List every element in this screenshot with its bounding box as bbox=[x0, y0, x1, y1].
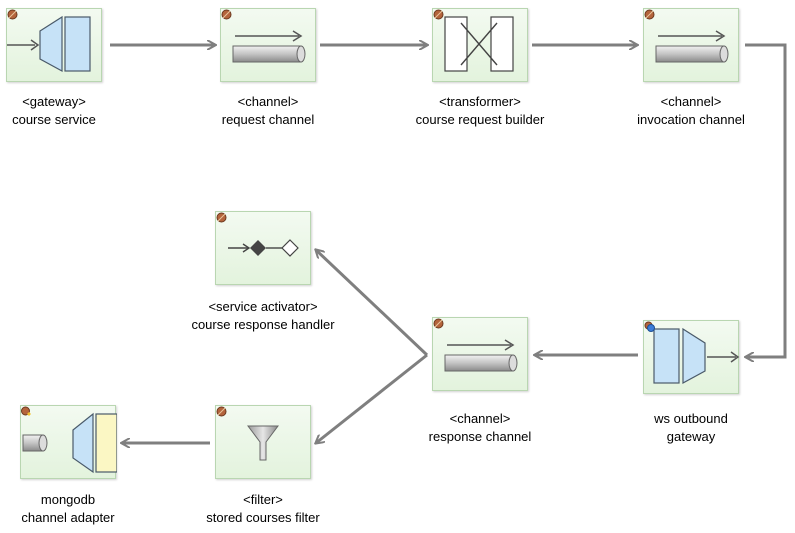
service-activator-node[interactable] bbox=[215, 211, 311, 285]
gateway-icon bbox=[7, 15, 91, 73]
response-channel-node[interactable] bbox=[432, 317, 528, 391]
mongodb-adapter-node[interactable] bbox=[20, 405, 117, 479]
invocation-channel-label: <channel> invocation channel bbox=[606, 93, 776, 129]
filter-node[interactable] bbox=[215, 405, 311, 479]
service-activator-type: <service activator> bbox=[208, 299, 318, 314]
channel-icon bbox=[655, 30, 729, 63]
ws-outbound-gateway-node[interactable] bbox=[643, 320, 740, 394]
filter-label: <filter> stored courses filter bbox=[178, 491, 348, 527]
channel-icon bbox=[444, 339, 518, 372]
response-channel-name: response channel bbox=[428, 429, 532, 444]
request-channel-type: <channel> bbox=[237, 94, 299, 109]
bean-badge-icon bbox=[433, 9, 444, 20]
transformer-name: course request builder bbox=[415, 112, 545, 127]
transformer-icon bbox=[444, 16, 514, 72]
transformer-label: <transformer> course request builder bbox=[395, 93, 565, 129]
gateway-node[interactable] bbox=[6, 8, 102, 82]
response-channel-label: <channel> response channel bbox=[395, 410, 565, 446]
bean-badge-icon bbox=[7, 9, 18, 20]
connector-invocation-channel-to-ws-gateway[interactable] bbox=[745, 43, 787, 357]
mongodb-adapter-line1: mongodb bbox=[40, 492, 96, 507]
request-channel-label: <channel> request channel bbox=[183, 93, 353, 129]
bean-badge-icon bbox=[216, 406, 227, 417]
gateway-type: <gateway> bbox=[22, 94, 86, 109]
mongodb-adapter-label: mongodb channel adapter bbox=[0, 491, 153, 527]
ws-badge-icon bbox=[644, 321, 655, 332]
transformer-type: <transformer> bbox=[439, 94, 521, 109]
bean-badge-icon bbox=[216, 212, 227, 223]
bean-badge-icon bbox=[644, 9, 655, 20]
outbound-gateway-icon bbox=[653, 327, 740, 385]
ws-outbound-gateway-line2: gateway bbox=[666, 429, 716, 444]
request-channel-name: request channel bbox=[221, 112, 315, 127]
connector-response-channel-to-service-activator[interactable] bbox=[316, 250, 429, 357]
filter-name: stored courses filter bbox=[206, 510, 320, 525]
response-channel-type: <channel> bbox=[449, 411, 511, 426]
gateway-label: <gateway> course service bbox=[0, 93, 139, 129]
service-activator-name: course response handler bbox=[191, 317, 335, 332]
mongodb-adapter-line2: channel adapter bbox=[21, 510, 115, 525]
service-activator-label: <service activator> course response hand… bbox=[178, 298, 348, 334]
ws-outbound-gateway-label: ws outbound gateway bbox=[606, 410, 776, 446]
invocation-channel-type: <channel> bbox=[660, 94, 722, 109]
transformer-node[interactable] bbox=[432, 8, 528, 82]
service-activator-icon bbox=[228, 239, 299, 257]
invocation-channel-node[interactable] bbox=[643, 8, 739, 82]
channel-icon bbox=[232, 30, 306, 63]
ws-outbound-gateway-line1: ws outbound bbox=[654, 411, 728, 426]
filter-funnel-icon bbox=[247, 425, 279, 461]
bean-badge-icon bbox=[433, 318, 444, 329]
adapter-badge-icon bbox=[21, 406, 31, 416]
request-channel-node[interactable] bbox=[220, 8, 316, 82]
bean-badge-icon bbox=[221, 9, 232, 20]
gateway-name: course service bbox=[12, 112, 96, 127]
filter-type: <filter> bbox=[243, 492, 283, 507]
invocation-channel-name: invocation channel bbox=[637, 112, 745, 127]
outbound-adapter-icon bbox=[22, 412, 117, 474]
connector-response-channel-to-filter[interactable] bbox=[316, 353, 428, 443]
